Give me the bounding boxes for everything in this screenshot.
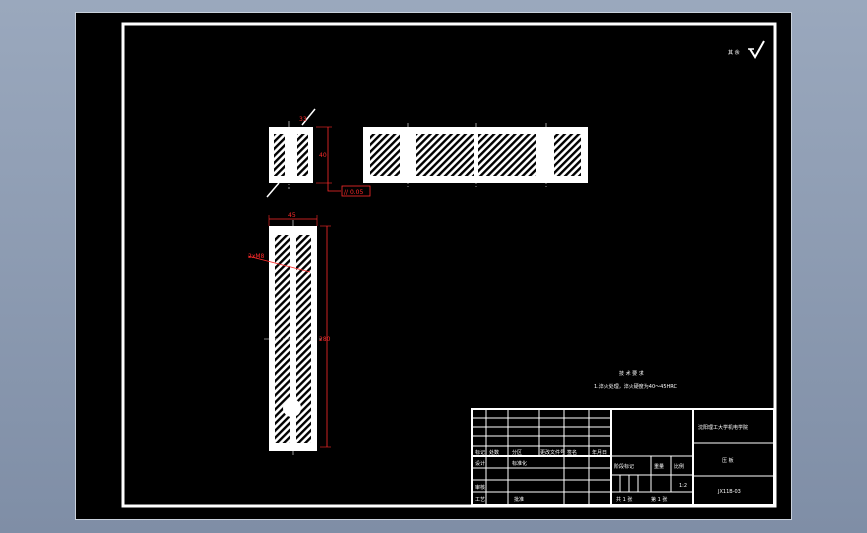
stage-label: 阶段标记 (614, 463, 634, 470)
roughness-check-icon (749, 40, 765, 59)
chamfer-callout: 2xM8 (248, 253, 265, 260)
mark-label-1: 处数 (489, 449, 499, 456)
side-view: 45 280 2xM8 (247, 212, 331, 455)
mark-label-3: 更改文件号 (540, 449, 565, 456)
sheet-number: 第 1 张 (651, 496, 667, 503)
notes-line-1: 1.淬火处理，淬火硬度为40～45HRC (594, 383, 677, 390)
drawing-number: JX11B-03 (717, 489, 741, 495)
mark-label-0: 标记 (475, 449, 485, 456)
scale-value: 1:2 (679, 483, 687, 489)
mounting-hole (283, 399, 301, 417)
row-label-process: 工艺 (475, 497, 485, 503)
surface-roughness-symbol: 其 余 (728, 40, 765, 59)
front-view-body (363, 127, 588, 183)
drawing-sheet: 其 余 33 40 // 0.05 (75, 12, 792, 520)
mark-label-4: 签名 (567, 449, 577, 456)
drawing-canvas: 其 余 33 40 // 0.05 (121, 22, 777, 508)
standard-label: 标准化 (512, 460, 527, 467)
tolerance-value: // 0.05 (344, 189, 363, 196)
row-label-approve: 批准 (514, 496, 524, 503)
weight-label: 重量 (654, 463, 664, 470)
row-label-review: 审核 (475, 484, 485, 491)
institution-name: 沈阳理工大学机电学院 (698, 424, 748, 431)
surface-symbol-label: 其 余 (728, 49, 740, 56)
mark-label-5: 年月日 (592, 449, 607, 456)
tolerance-frame (341, 185, 371, 197)
scale-label: 比例 (674, 463, 684, 470)
sheet-total: 共 1 张 (616, 496, 632, 503)
top-view-height-dim: 40 (319, 152, 327, 159)
mark-label-2: 分区 (512, 449, 522, 456)
notes-title: 技 术 要 求 (619, 370, 644, 377)
title-block (471, 408, 775, 506)
top-view-width-dim: 33 (299, 116, 307, 123)
row-label-design: 设计 (475, 460, 485, 467)
technical-notes: 技 术 要 求 1.淬火处理，淬火硬度为40～45HRC (594, 370, 677, 390)
front-view (363, 123, 588, 187)
side-view-width-dim: 45 (288, 212, 296, 219)
side-view-length-dim: 280 (319, 336, 331, 343)
inner-frame (121, 22, 777, 508)
title-block-text: 标记 处数 分区 更改文件号 签名 年月日 设计 标准化 审核 工艺 批准 阶段… (475, 424, 748, 503)
top-view: 33 40 // 0.05 (266, 108, 371, 198)
part-name: 压 板 (722, 457, 734, 464)
